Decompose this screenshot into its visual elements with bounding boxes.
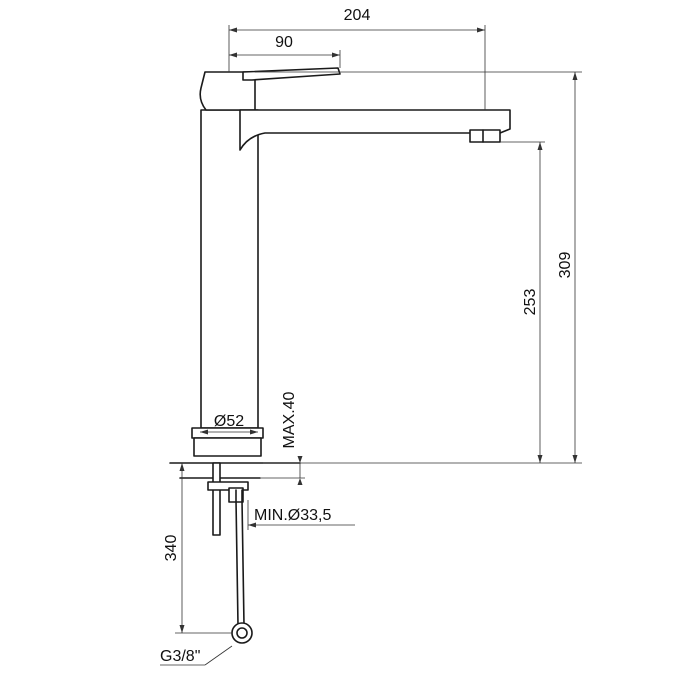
faucet-outline [191, 67, 511, 457]
lever-handle [242, 67, 341, 81]
aerator [469, 129, 501, 143]
hose-connection-label: G3/8" [160, 648, 200, 665]
dimension-labels: 204 90 309 253 Ø52 MAX.40 MIN.Ø33,5 340 … [160, 7, 574, 665]
base-diameter-label: Ø52 [214, 413, 244, 430]
spout-reach-label: 204 [344, 7, 371, 24]
min-hole-label: MIN.Ø33,5 [254, 507, 331, 524]
spout-arm [239, 109, 511, 151]
base-ring [193, 437, 262, 457]
flexible-hose [235, 489, 245, 626]
outlet-height-label: 253 [522, 289, 539, 316]
lever-length-label: 90 [275, 34, 293, 51]
threaded-rod [212, 462, 221, 536]
countertop-fixing [169, 462, 301, 644]
faucet-body [200, 109, 259, 429]
hose-length-label: 340 [163, 535, 180, 562]
total-height-label: 309 [557, 252, 574, 279]
hose-nut [231, 622, 253, 644]
dimension-lines [160, 25, 582, 666]
max-thickness-label: MAX.40 [281, 391, 298, 448]
lever-housing [199, 71, 256, 111]
